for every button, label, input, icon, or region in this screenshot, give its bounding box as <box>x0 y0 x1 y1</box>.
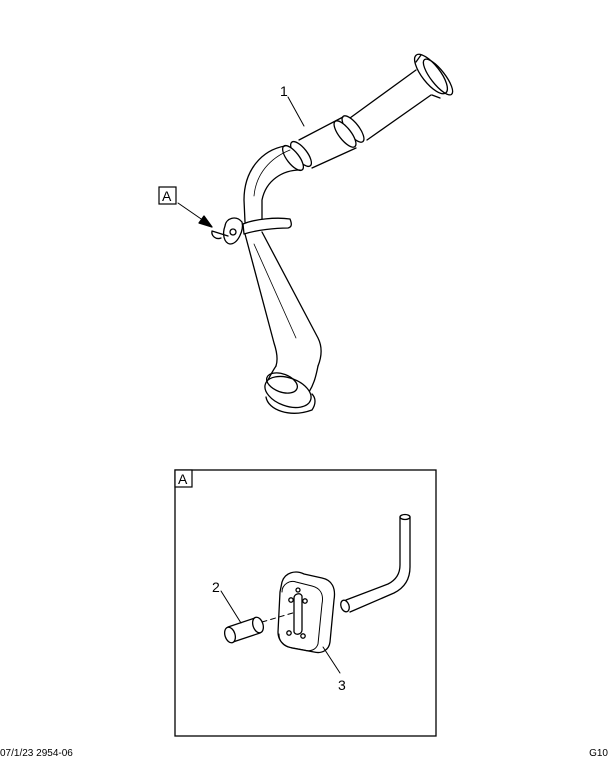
pin <box>227 617 261 643</box>
rod-end <box>340 599 350 613</box>
callout-1-leader <box>287 96 305 127</box>
clamp-band <box>242 217 292 235</box>
callout-2-leader <box>220 590 242 624</box>
callout-3-leader <box>322 646 341 674</box>
callout-3: 3 <box>338 677 346 693</box>
callout-2: 2 <box>212 579 220 595</box>
isolator-slot <box>293 593 303 635</box>
footer-document-id: 07/1/23 2954-06 <box>0 748 73 759</box>
callout-1: 1 <box>280 83 288 99</box>
detail-view-title: A <box>178 471 188 487</box>
detail-view-title-box <box>174 469 193 488</box>
view-a-label: A <box>162 188 172 204</box>
view-a-arrowhead <box>198 215 213 228</box>
clamp-bolt <box>223 217 244 245</box>
upper-tube <box>349 69 432 141</box>
view-a-label-box <box>158 186 177 205</box>
pipe-bend <box>243 145 301 223</box>
bent-rod <box>345 516 411 613</box>
exhaust-pipe-assembly <box>177 53 454 414</box>
detail-parts <box>220 513 411 674</box>
footer-figure-id: G10 <box>589 748 608 759</box>
flex-section <box>298 116 357 169</box>
alignment-line <box>261 611 297 623</box>
lower-tube <box>244 231 322 367</box>
detail-view-frame <box>174 469 437 737</box>
flared-end <box>413 53 449 95</box>
